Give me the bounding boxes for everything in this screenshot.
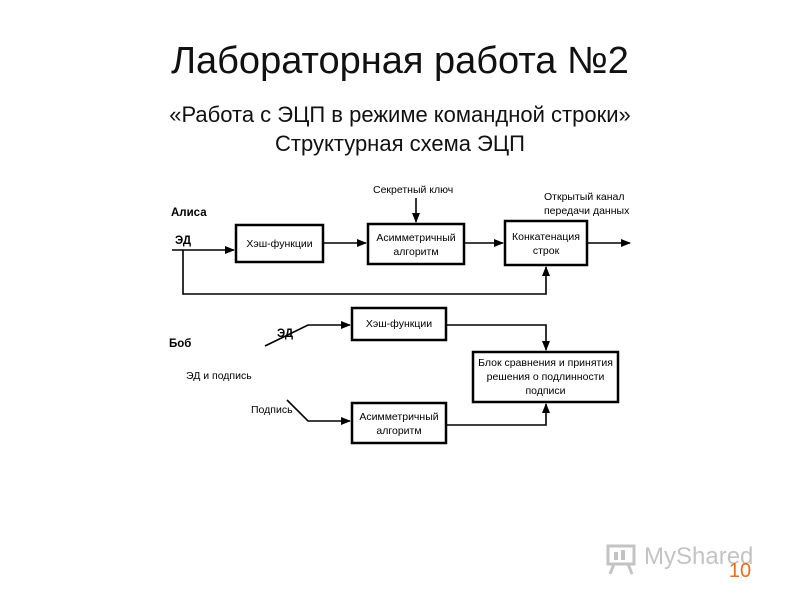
- bob-ed-and-sig-label: ЭД и подпись: [186, 370, 252, 382]
- open-channel-label-2: передачи данных: [544, 205, 630, 217]
- alice-ed-label: ЭД: [175, 235, 191, 247]
- bob-ed-label: ЭД: [277, 328, 293, 340]
- concat-label-2: строк: [533, 245, 560, 257]
- concat-label-1: Конкатенация: [512, 231, 580, 243]
- page-number: 10: [728, 560, 752, 582]
- diagram-caption: Структурная схема ЭЦП: [275, 131, 525, 156]
- bob-asym-label-1: Асимметричный: [359, 411, 438, 423]
- bob-signature-to-asym-arrow: [286, 399, 351, 425]
- secret-key-label: Секретный ключ: [373, 184, 453, 196]
- bob-hash-box: [350, 306, 448, 342]
- alice-label: Алиса: [171, 207, 207, 219]
- bob-ed-to-hash-arrow: [264, 321, 351, 347]
- bob-asym-label-2: алгоритм: [376, 425, 421, 437]
- alice-hash-label: Хэш-функции: [246, 238, 312, 250]
- presentation-board-icon: [606, 544, 636, 575]
- slide-subtitle: «Работа с ЭЦП в режиме командной строки»: [169, 102, 631, 127]
- bob-hash-label: Хэш-функции: [366, 318, 432, 330]
- compare-label-2: решения о подлинности: [487, 371, 605, 383]
- alice-asym-box: [366, 222, 466, 266]
- bob-hash-to-compare-arrow: [446, 324, 550, 351]
- bob-signature-label: Подпись: [251, 404, 293, 416]
- compare-label-3: подписи: [525, 385, 565, 397]
- compare-box: [471, 350, 620, 404]
- alice-asym-label-1: Асимметричный: [376, 232, 455, 244]
- bob-asym-to-compare-arrow: [446, 403, 550, 426]
- bob-label: Боб: [169, 338, 191, 350]
- myshared-logo: MyShared: [604, 540, 764, 576]
- bob-asym-box: [350, 401, 448, 445]
- slide-title: Лабораторная работа №2: [171, 40, 629, 82]
- logo-text: MyShared: [644, 543, 754, 570]
- alice-asym-label-2: алгоритм: [393, 246, 438, 258]
- alice-ed-bypass-arrow: [182, 250, 550, 295]
- compare-label-1: Блок сравнения и принятия: [478, 357, 613, 369]
- concat-box: [503, 219, 589, 267]
- open-channel-label-1: Открытый канал: [544, 191, 625, 203]
